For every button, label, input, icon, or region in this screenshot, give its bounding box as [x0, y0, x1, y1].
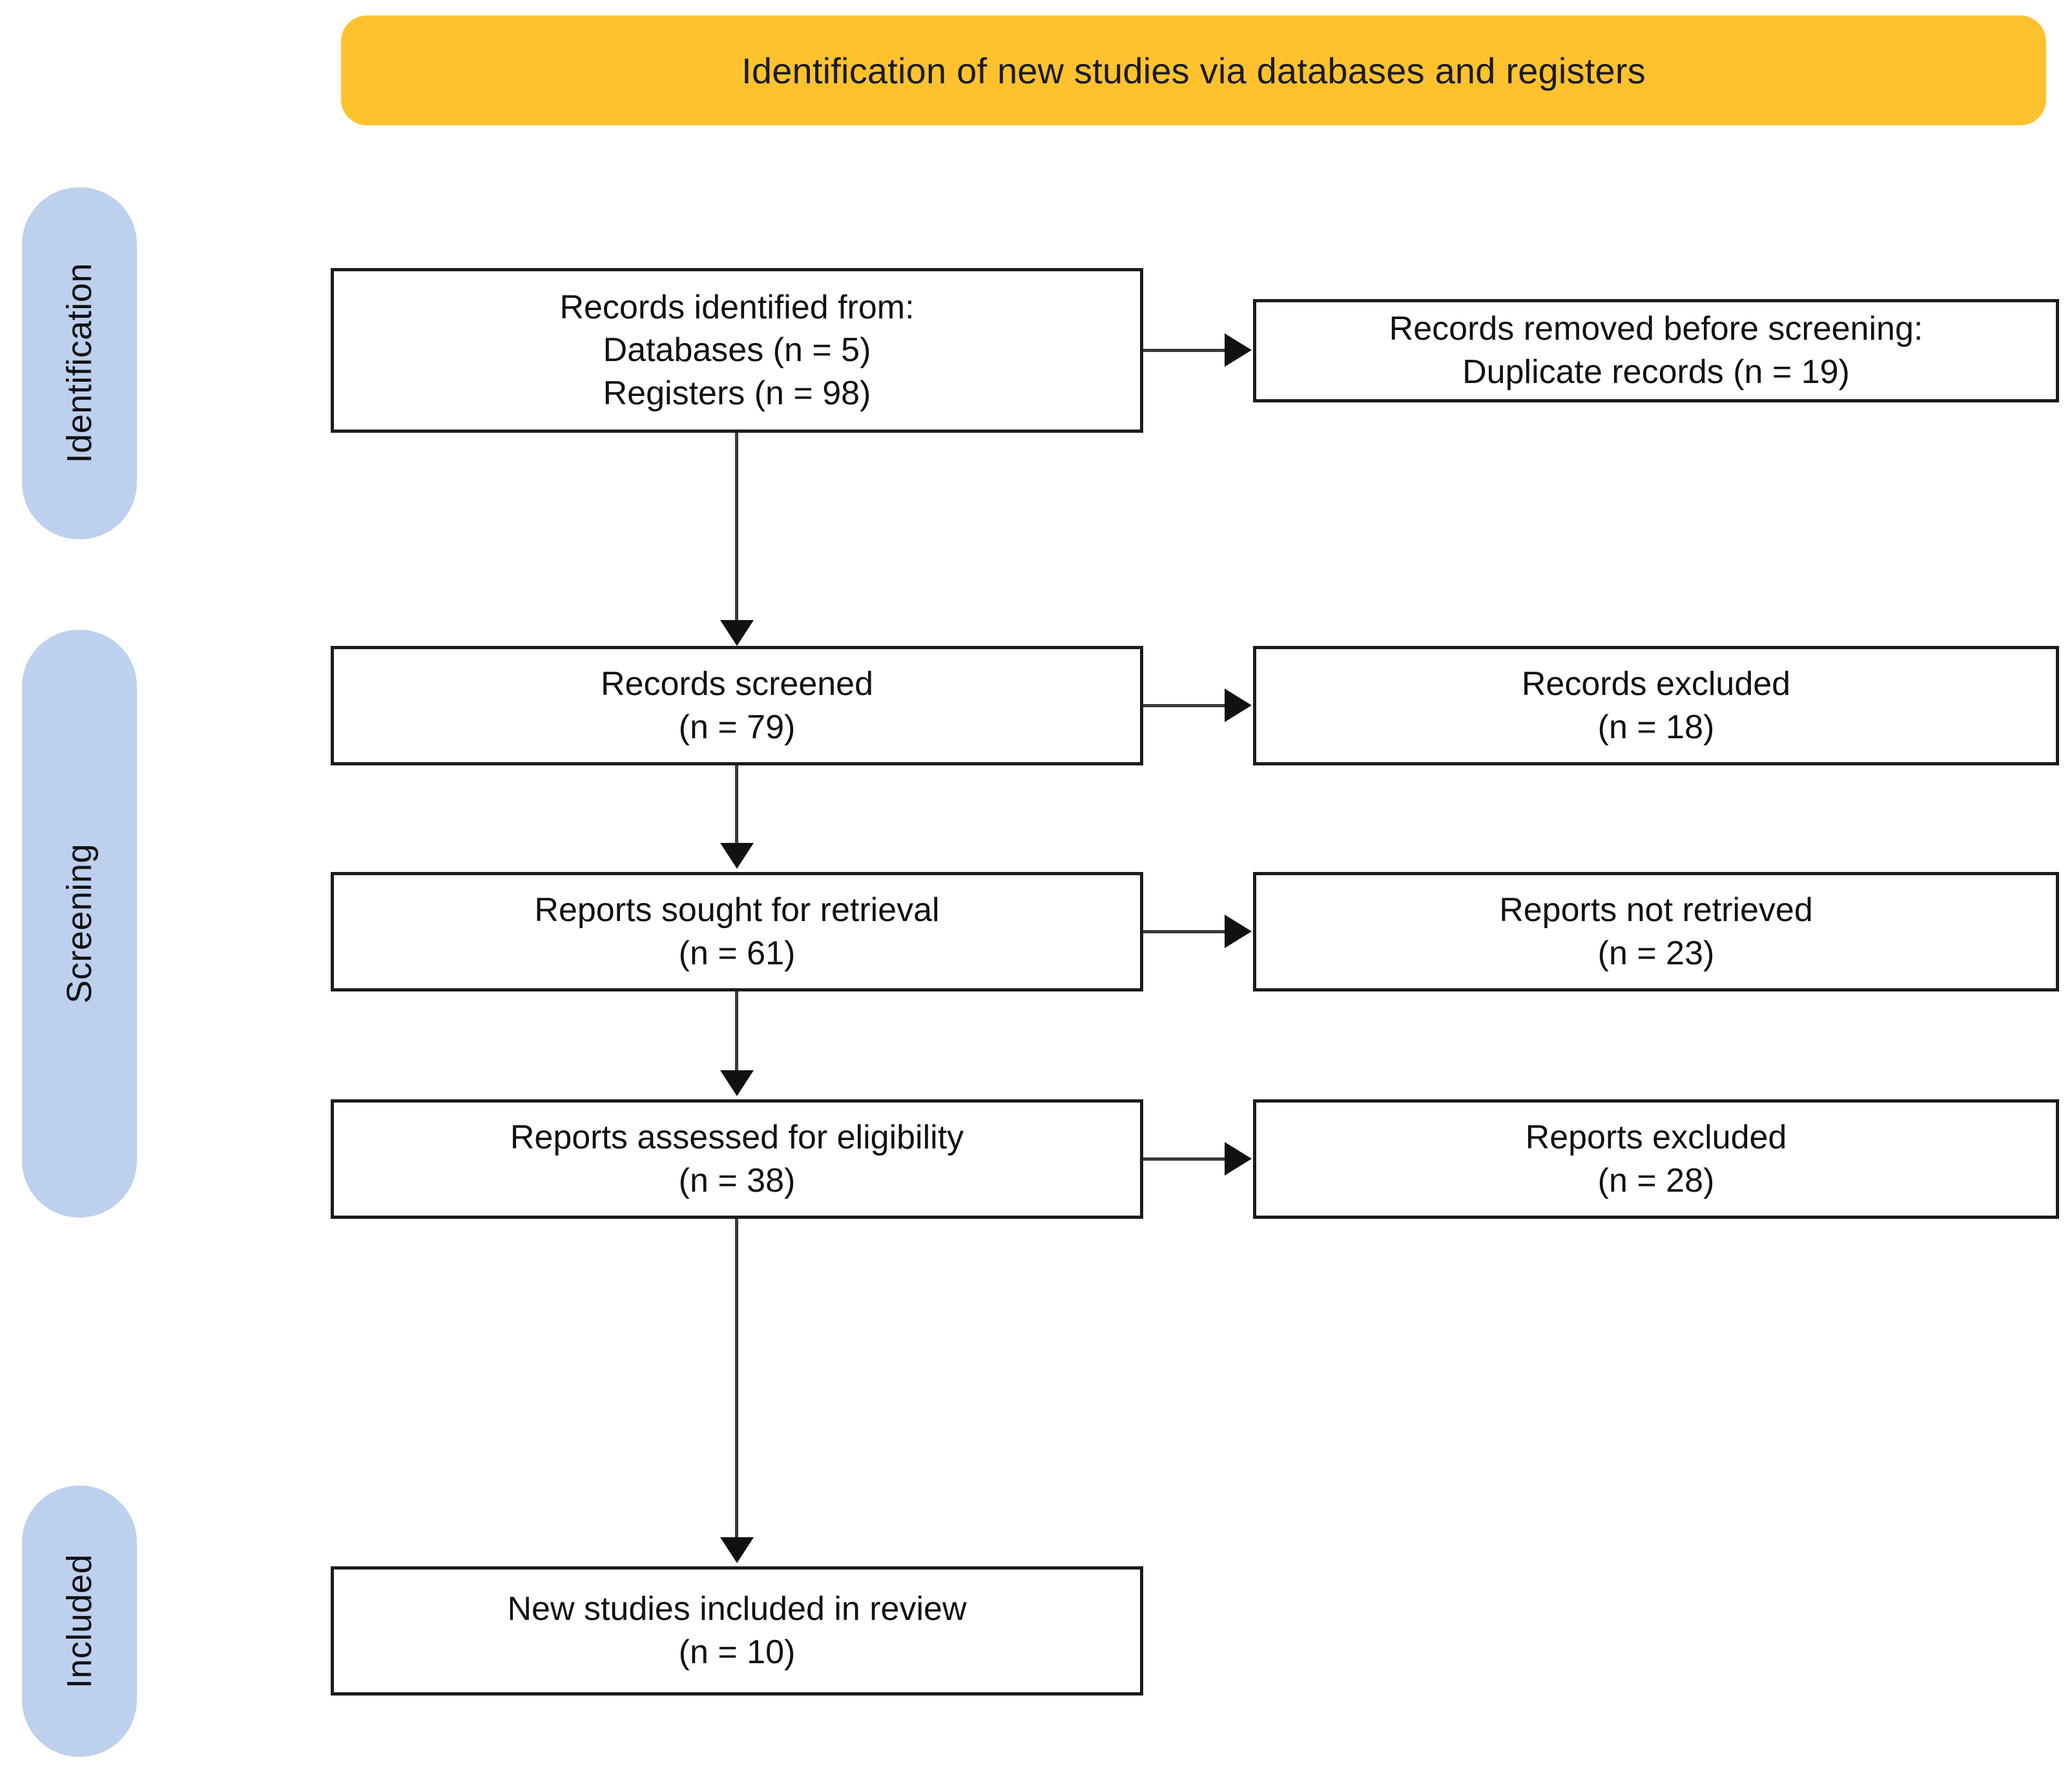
box-line: Registers (n = 98): [603, 374, 871, 412]
arrowhead-right-excluded-records: [1225, 689, 1252, 722]
connector-identified-to-removed: [1143, 349, 1227, 352]
diagram-header-banner: Identification of new studies via databa…: [341, 16, 2046, 125]
box-line: Reports excluded: [1525, 1118, 1787, 1156]
stage-pill-screening: Screening: [22, 630, 137, 1218]
arrowhead-right-excluded-reports: [1225, 1142, 1252, 1176]
connector-assessed-to-excluded-reports: [1143, 1157, 1227, 1161]
box-reports-assessed: Reports assessed for eligibility (n = 38…: [331, 1099, 1143, 1219]
arrowhead-down-included: [720, 1537, 754, 1563]
connector-screened-to-sought: [735, 765, 738, 849]
diagram-title: Identification of new studies via databa…: [741, 50, 1646, 91]
stage-pill-included: Included: [22, 1486, 137, 1757]
connector-identified-to-screened: [735, 433, 738, 630]
arrowhead-right-not-retrieved: [1225, 915, 1252, 948]
box-line: Records removed before screening:: [1389, 310, 1923, 348]
connector-assessed-to-included: [735, 1219, 738, 1542]
box-line: (n = 18): [1597, 708, 1715, 746]
stage-pill-identification: Identification: [22, 187, 137, 539]
box-line: Databases (n = 5): [603, 331, 871, 369]
box-line: Duplicate records (n = 19): [1462, 353, 1850, 391]
box-line: (n = 61): [678, 934, 796, 972]
box-line: (n = 23): [1597, 934, 1715, 972]
box-line: (n = 10): [678, 1633, 796, 1671]
box-reports-not-retrieved: Reports not retrieved (n = 23): [1253, 872, 2059, 991]
arrowhead-down-sought: [720, 843, 754, 869]
box-records-excluded: Records excluded (n = 18): [1253, 646, 2059, 765]
box-line: Reports sought for retrieval: [534, 891, 940, 929]
box-line: (n = 28): [1597, 1161, 1715, 1199]
connector-sought-to-assessed: [735, 991, 738, 1077]
box-line: (n = 79): [678, 708, 796, 746]
box-line: Records screened: [601, 665, 873, 703]
box-new-studies-included: New studies included in review (n = 10): [331, 1566, 1143, 1695]
box-line: Records identified from:: [559, 288, 915, 326]
box-records-identified: Records identified from: Databases (n = …: [331, 268, 1143, 433]
box-line: Reports not retrieved: [1499, 891, 1813, 929]
arrowhead-down-screened: [720, 620, 754, 646]
stage-label-included: Included: [60, 1553, 99, 1689]
arrowhead-right-removed: [1225, 333, 1252, 367]
box-reports-excluded: Reports excluded (n = 28): [1253, 1099, 2059, 1219]
connector-sought-to-not-retrieved: [1143, 930, 1227, 933]
box-line: Reports assessed for eligibility: [510, 1118, 964, 1156]
stage-label-screening: Screening: [60, 844, 99, 1004]
box-line: (n = 38): [678, 1161, 796, 1199]
box-records-screened: Records screened (n = 79): [331, 646, 1143, 765]
box-records-removed: Records removed before screening: Duplic…: [1253, 299, 2059, 402]
box-line: Records excluded: [1521, 665, 1791, 703]
box-reports-sought: Reports sought for retrieval (n = 61): [331, 872, 1143, 991]
box-line: New studies included in review: [507, 1590, 967, 1628]
arrowhead-down-assessed: [720, 1070, 754, 1096]
connector-screened-to-excluded-records: [1143, 704, 1227, 707]
stage-label-identification: Identification: [60, 263, 99, 464]
